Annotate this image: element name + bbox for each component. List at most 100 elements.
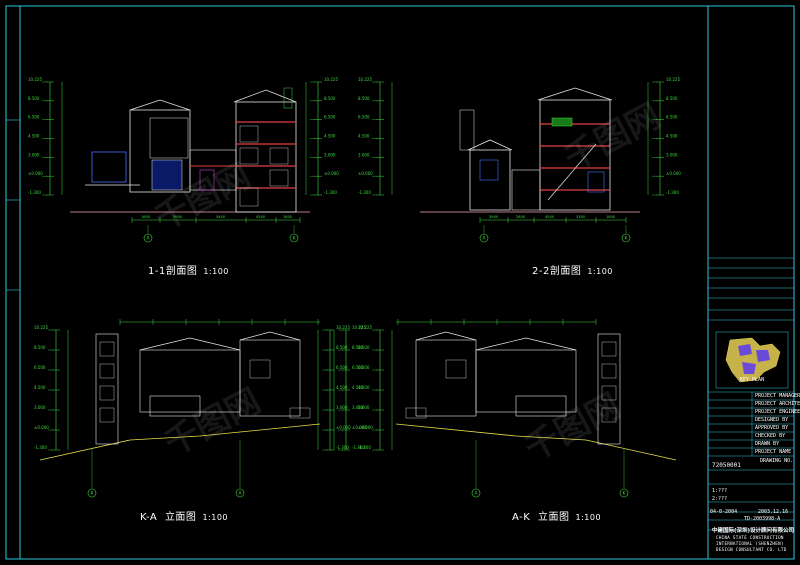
section-1-1-drawing: 10.2258.5006.5004.5003.000±0.000-1.30010… [28,77,339,243]
room-fill [151,159,183,191]
elevation-mark: 4.500 [28,134,40,139]
elevation-mark: ±0.000 [336,425,351,430]
tb-date-2: 2003.12.16 [758,509,789,515]
key-plan-thumbnail [715,331,789,389]
elevation-mark: 8.500 [324,96,336,101]
elevation-mark: 6.500 [324,115,336,120]
roof-line [139,337,241,351]
elevation-mark: ±0.000 [28,171,43,176]
window [601,363,617,379]
tb-row-label: PROJECT ARCHITECT [755,401,800,407]
elevation-mark: 3.000 [34,405,46,410]
terrace [515,395,567,417]
tower-facade [95,333,119,445]
roof-line [239,331,301,341]
dimension-value: 1800 [283,215,293,219]
stair-flight [547,143,597,201]
elevation-mark: 10.225 [28,77,42,82]
elevation-mark: 6.500 [358,115,370,120]
elevation-mark: 8.500 [352,345,364,350]
roof-line [475,337,577,351]
tb-drawing-no-label: DRAWING NO. [760,458,794,464]
tb-company-en-1: CHINA STATE CONSTRUCTION [716,535,784,540]
elevation-mark: 10.225 [358,325,372,330]
window [601,341,617,357]
tb-row-label: PROJECT NAME [755,449,792,455]
elevation-mark: ±0.000 [324,171,339,176]
dimension-value: 2600 [516,215,526,219]
roof-line [415,331,477,341]
elevation-mark: 8.500 [358,96,370,101]
elevation-mark: -1.300 [336,445,349,450]
elevation-mark: 6.500 [34,365,46,370]
tb-key-plan-label: KEY PLAN [740,377,765,383]
elevation-mark: 4.500 [358,385,370,390]
tb-drawing-no: 72050001 [712,462,741,469]
tb-row-label: DESIGNED BY [755,417,789,423]
window [239,147,259,165]
elevation-mark: 4.500 [336,385,348,390]
binding-strip [5,5,21,560]
dimension-value: 3300 [576,215,586,219]
roof-line [537,87,613,101]
elevation-mark: ±0.000 [358,425,373,430]
tb-row-label: DRAWN BY [755,441,780,447]
elevation-a-k-drawing: 10.2258.5006.5004.5003.000±0.000-1.30010… [333,319,677,498]
window [239,187,259,207]
window [445,359,467,379]
elevation-mark: ±0.000 [34,425,49,430]
facade-block [415,339,477,417]
roof-line [233,89,297,103]
elevation-mark: 10.225 [358,77,372,82]
elevation-mark: -1.300 [666,190,679,195]
dimension-value: 4500 [256,215,266,219]
window [249,359,271,379]
window [601,385,617,401]
tb-row-label: PROJECT ENGINEER [755,409,800,415]
chimney [283,87,293,109]
tb-company-cn: 中建国际(深圳)设计顾问有限公司 [712,528,795,534]
dimension-value: 1800 [141,215,151,219]
elevation-mark: 8.500 [28,96,40,101]
elevation-mark: 8.500 [666,96,678,101]
elevation-mark: 8.500 [358,345,370,350]
tb-date: 04-0-2004 [710,509,738,515]
elevation-mark: 4.500 [352,385,364,390]
building-block [469,149,511,211]
dimension-value: 3900 [489,215,499,219]
axis-bubble-label: A [474,491,478,497]
axis-bubble-label: K [91,491,95,497]
elevation-mark: 3.000 [324,152,336,157]
elevation-mark: 6.500 [28,115,40,120]
window [479,159,499,181]
tree-block [459,109,475,151]
roof-line [467,139,513,151]
elevation-mark: 3.000 [352,405,364,410]
tb-company-en-3: DESIGN CONSULTANT CO. LTD [716,547,787,552]
tb-row-label: APPROVED BY [755,425,789,431]
terrace [149,395,201,417]
tb-scale-1: 1:??? [712,488,728,494]
elevation-mark: 10.225 [34,325,48,330]
elevation-k-a-drawing: 10.2258.5006.5004.5003.000±0.000-1.30010… [34,319,351,498]
facade-block [239,339,301,417]
tb-company-en-2: INTERNATIONAL (SHENZHEN) [716,541,784,546]
elevation-mark: 3.000 [336,405,348,410]
elevation-mark: 8.500 [336,345,348,350]
elevation-mark: 10.225 [666,77,680,82]
elevation-mark: 6.500 [336,365,348,370]
dimension-value: 3900 [173,215,183,219]
axis-bubble-label: K [625,236,629,242]
garage-outline [91,151,127,183]
window [587,171,605,193]
window [405,407,427,419]
elevation-mark: 4.500 [34,385,46,390]
elevation-mark: 6.500 [666,115,678,120]
window [99,363,115,379]
tb-code: TD-2003998-A [744,516,781,522]
axis-bubble-label: K [293,236,297,242]
tb-row-label: PROJECT MANAGER [755,393,800,399]
